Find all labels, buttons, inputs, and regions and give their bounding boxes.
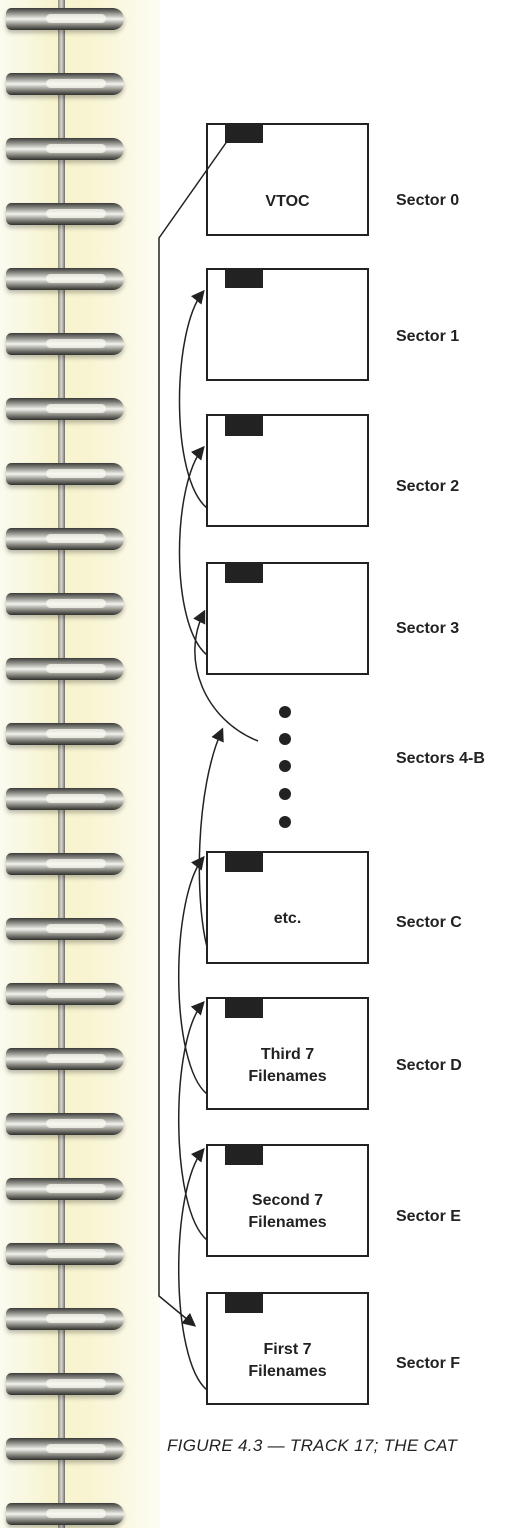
binding-ring — [6, 463, 124, 485]
chain-arrow — [178, 289, 208, 509]
ellipsis-dot — [279, 706, 291, 718]
sector-e-content: Second 7 Filenames — [207, 1190, 368, 1234]
binding-ring — [6, 983, 124, 1005]
binding-ring — [6, 268, 124, 290]
binding-ring — [6, 8, 124, 30]
sector-label: Sector F — [396, 1355, 461, 1372]
chain-arrow — [193, 609, 259, 742]
sector-d-content: Third 7 Filenames — [207, 1044, 368, 1088]
chain-arrow — [178, 855, 208, 1095]
binding-ring — [6, 1048, 124, 1070]
binding-ring — [6, 73, 124, 95]
box-text-line: Filenames — [248, 1363, 327, 1380]
sector-label: Sector D — [396, 1057, 462, 1074]
sector-label: Sector E — [396, 1208, 461, 1225]
sector-label: Sectors 4-B — [396, 750, 485, 767]
sector-label: Sector C — [396, 914, 462, 931]
sector-0-box — [206, 123, 369, 236]
chain-arrow — [178, 1000, 208, 1241]
sector-0-link-field — [225, 124, 263, 143]
box-text-line: First 7 — [263, 1341, 312, 1358]
sector-e-box — [206, 1144, 369, 1257]
sector-f-box — [206, 1292, 369, 1405]
spiral-binding — [0, 0, 160, 1528]
sector-2-box — [206, 414, 369, 527]
binding-ring — [6, 918, 124, 940]
sector-1-link-field — [225, 269, 263, 288]
binding-ring — [6, 398, 124, 420]
vtoc-pointer-line — [158, 139, 229, 1327]
sector-2-link-field — [225, 415, 263, 436]
ellipsis-dot — [279, 760, 291, 772]
binding-ring — [6, 853, 124, 875]
binding-ring — [6, 138, 124, 160]
binding-ring — [6, 203, 124, 225]
binding-ring — [6, 723, 124, 745]
chain-arrow — [198, 727, 224, 948]
binding-ring — [6, 528, 124, 550]
binding-ring — [6, 1438, 124, 1460]
sector-1-box — [206, 268, 369, 381]
binding-spine — [58, 0, 65, 1528]
sector-3-link-field — [225, 563, 263, 583]
sector-f-content: First 7 Filenames — [207, 1339, 368, 1383]
sector-f-link-field — [225, 1293, 263, 1313]
binding-ring — [6, 333, 124, 355]
binding-ring — [6, 658, 124, 680]
binding-ring — [6, 593, 124, 615]
box-text-line: Filenames — [248, 1068, 327, 1085]
sector-label: Sector 3 — [396, 620, 460, 637]
sector-label: Sector 2 — [396, 478, 460, 495]
sector-label: Sector 0 — [396, 192, 460, 209]
ellipsis-dot — [279, 733, 291, 745]
ellipsis-dot — [279, 816, 291, 828]
box-text-line: Third 7 — [260, 1046, 315, 1063]
sector-label: Sector 1 — [396, 328, 460, 345]
chain-arrow — [178, 445, 208, 656]
binding-ring — [6, 1243, 124, 1265]
binding-ring — [6, 1308, 124, 1330]
sector-0-content: VTOC — [207, 191, 368, 213]
box-text-line: Filenames — [248, 1214, 327, 1231]
sector-c-box — [206, 851, 369, 964]
sector-d-box — [206, 997, 369, 1110]
box-text-line: etc. — [273, 910, 302, 927]
sector-3-box — [206, 562, 369, 675]
binding-ring — [6, 1178, 124, 1200]
sector-d-link-field — [225, 998, 263, 1018]
figure-caption: FIGURE 4.3 — TRACK 17; THE CAT — [167, 1436, 458, 1455]
chain-arrow — [178, 1147, 208, 1391]
binding-ring — [6, 788, 124, 810]
binding-ring — [6, 1503, 124, 1525]
sector-e-link-field — [225, 1145, 263, 1165]
sector-c-content: etc. — [207, 908, 368, 930]
box-text-line: VTOC — [265, 193, 310, 210]
binding-ring — [6, 1373, 124, 1395]
sector-c-link-field — [225, 852, 263, 872]
box-text-line: Second 7 — [251, 1192, 324, 1209]
binding-ring — [6, 1113, 124, 1135]
ellipsis-dot — [279, 788, 291, 800]
